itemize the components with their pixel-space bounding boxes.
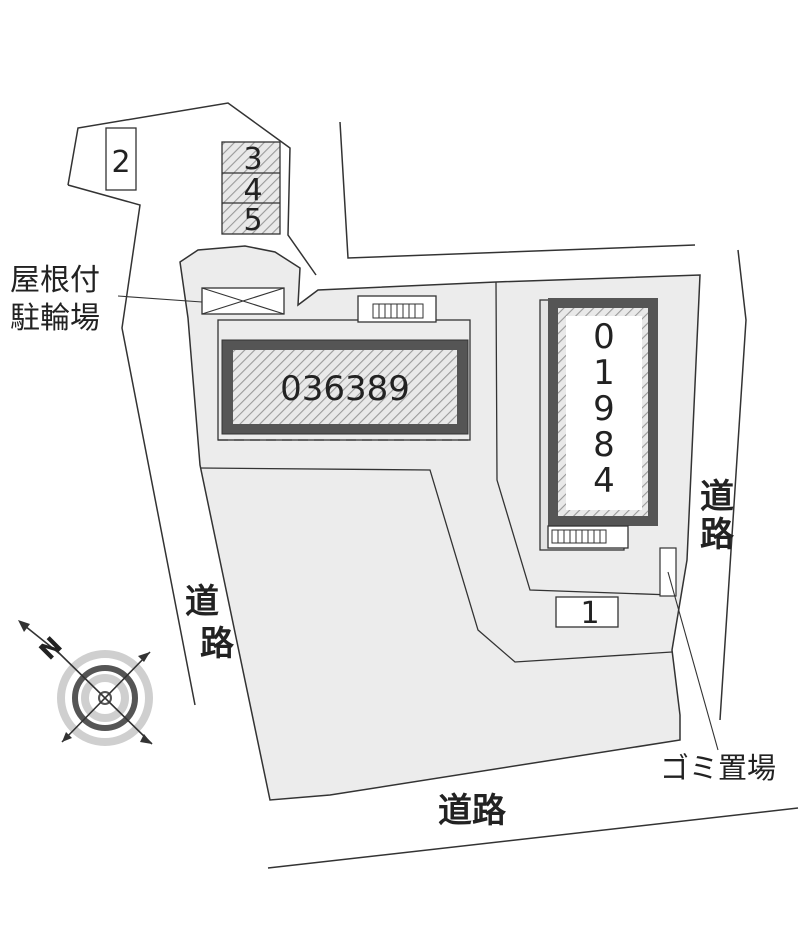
north-arrow-icon — [18, 620, 30, 632]
road-label-right-1: 道 — [700, 477, 734, 517]
garbage-label: ゴミ置場 — [660, 751, 776, 785]
building-036389-label: 036389 — [280, 369, 410, 409]
compass: N — [18, 620, 153, 746]
building-1-entrance — [357, 295, 437, 323]
building-019842: 0 1 9 8 4 2 — [539, 298, 658, 551]
parking-space-5-label: 5 — [243, 203, 262, 238]
bicycle-shelter — [201, 287, 285, 315]
boundary-north-left — [67, 102, 317, 276]
building-019842-digit-1: 0 — [593, 317, 615, 357]
road-south-edge — [267, 807, 799, 869]
parking-space-1: 1 — [555, 596, 619, 631]
bicycle-leader-line — [117, 295, 203, 303]
parking-space-2: 2 — [105, 127, 137, 191]
building-019842-digit-2: 1 — [593, 353, 615, 393]
lot-divisions — [199, 281, 673, 663]
bicycle-shelter-label-2: 駐輪場 — [10, 301, 100, 336]
building-019842-digit-5: 4 — [593, 461, 615, 501]
boundary-west — [67, 184, 196, 706]
boundary-east-road — [719, 249, 747, 721]
building-1-outline — [217, 319, 471, 441]
road-label-bottom: 道路 — [438, 791, 507, 831]
parking-spaces-3-5: 3 4 5 — [221, 141, 281, 238]
parking-space-3-label: 3 — [243, 142, 262, 177]
building-019842-digit-4: 8 — [593, 425, 615, 465]
driveway-line — [199, 467, 673, 663]
parking-space-1-label: 1 — [580, 596, 599, 631]
road-label-right-2: 路 — [700, 515, 735, 555]
road-label-left-2: 路 — [200, 624, 235, 664]
road-label-left-1: 道 — [185, 582, 219, 622]
garbage-leader-line — [667, 571, 719, 751]
boundary-north-right — [339, 121, 696, 259]
building-019842-digit-3: 9 — [593, 389, 615, 429]
boundary-lines — [67, 102, 799, 869]
parking-space-4-label: 4 — [243, 173, 262, 208]
bicycle-shelter-label-1: 屋根付 — [10, 263, 100, 298]
building-036389: 036389 — [221, 339, 469, 435]
east-block-line — [495, 281, 673, 596]
parking-space-2-label: 2 — [111, 145, 130, 180]
